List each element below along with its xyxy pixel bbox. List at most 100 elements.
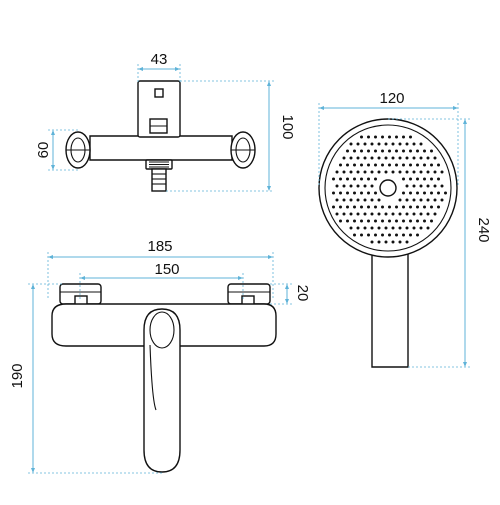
nozzle-dot [426,156,430,160]
nozzle-dot [374,163,377,167]
nozzle-dot [349,184,353,188]
nozzle-dot [360,205,363,209]
nozzle-dot [360,163,363,167]
nozzle-dot [402,191,405,195]
dim-front-small: 20 [270,283,311,305]
nozzle-dot [412,226,416,230]
nozzle-dot [346,149,349,153]
top-view-handle [137,80,181,138]
nozzle-dot [363,170,367,174]
nozzle-dot [412,156,416,160]
nozzle-dot [405,184,409,188]
top-view [65,80,256,192]
nozzle-dot [360,177,363,181]
nozzle-dot [391,226,395,230]
nozzle-dot [370,240,374,244]
nozzle-dot [402,177,405,181]
nozzle-dot [433,156,437,160]
dim-label-240: 240 [475,217,492,242]
nozzle-dot [405,198,409,202]
dim-front-width: 185 [47,238,274,300]
nozzle-dot [377,142,381,146]
nozzle-dot [433,198,437,202]
nozzle-dot [332,177,335,181]
nozzle-dot [374,233,377,237]
nozzle-dot [433,184,437,188]
nozzle-dot [412,184,416,188]
nozzle-dot [423,163,426,167]
dim-top-width: 43 [137,51,181,82]
nozzle-dot [419,142,423,146]
nozzle-dot [391,156,395,160]
nozzle-dot [381,219,384,223]
nozzle-dot [437,177,440,181]
nozzle-dot [332,191,335,195]
nozzle-dot [367,135,370,139]
nozzle-dot [440,170,444,174]
nozzle-dot [339,177,342,181]
nozzle-dot [395,233,398,237]
nozzle-dot [374,191,377,195]
nozzle-dot [384,212,388,216]
nozzle-dot [433,212,437,216]
hand-shower-nozzles [332,135,447,244]
nozzle-dot [367,219,370,223]
nozzle-dot [339,205,342,209]
nozzle-dot [419,170,423,174]
nozzle-dot [419,156,423,160]
nozzle-dot [363,198,367,202]
nozzle-dot [370,226,374,230]
nozzle-dot [370,184,374,188]
nozzle-dot [419,184,423,188]
nozzle-dot [370,212,374,216]
nozzle-dot [356,184,360,188]
nozzle-dot [416,233,419,237]
nozzle-dot [370,156,374,160]
nozzle-dot [395,163,398,167]
nozzle-dot [412,170,416,174]
nozzle-dot [384,240,388,244]
nozzle-dot [335,170,339,174]
nozzle-dot [377,156,381,160]
nozzle-dot [391,212,395,216]
nozzle-dot [346,205,349,209]
nozzle-dot [416,163,419,167]
nozzle-dot [342,170,346,174]
nozzle-dot [398,170,402,174]
nozzle-dot [409,191,412,195]
nozzle-dot [388,135,391,139]
nozzle-dot [374,135,377,139]
nozzle-dot [384,142,388,146]
dim-label-20: 20 [294,285,311,302]
nozzle-dot [363,156,367,160]
nozzle-dot [384,156,388,160]
nozzle-dot [395,135,398,139]
nozzle-dot [349,198,353,202]
nozzle-dot [419,226,423,230]
nozzle-dot [395,149,398,153]
nozzle-dot [426,226,430,230]
nozzle-dot [363,184,367,188]
nozzle-dot [356,142,360,146]
nozzle-dot [430,219,433,223]
nozzle-dot [444,191,447,195]
dim-label-150: 150 [154,261,179,278]
nozzle-dot [409,233,412,237]
nozzle-dot [381,163,384,167]
nozzle-dot [437,205,440,209]
nozzle-dot [332,205,335,209]
nozzle-dot [412,198,416,202]
nozzle-dot [339,163,342,167]
nozzle-dot [367,205,370,209]
top-view-body [89,135,233,161]
nozzle-dot [381,149,384,153]
nozzle-dot [356,156,360,160]
nozzle-dot [346,219,349,223]
nozzle-dot [335,212,339,216]
nozzle-dot [398,156,402,160]
nozzle-dot [360,149,363,153]
nozzle-dot [342,156,346,160]
nozzle-dot [391,170,395,174]
nozzle-dot [440,198,444,202]
nozzle-dot [353,205,356,209]
